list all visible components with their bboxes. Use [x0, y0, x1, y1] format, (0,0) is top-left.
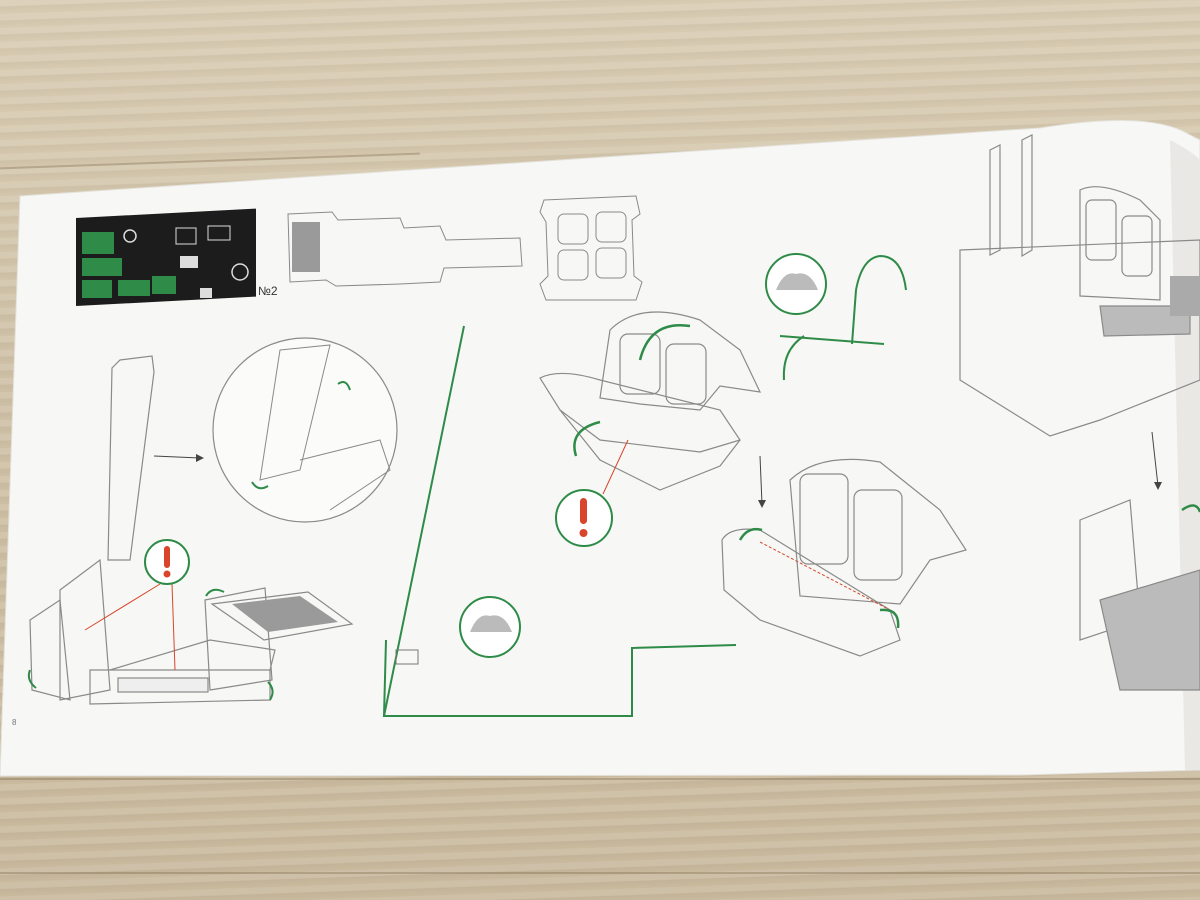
warning-exclamation-icon — [555, 489, 613, 547]
green-divider-line — [382, 325, 737, 717]
green-divider-line — [782, 335, 805, 381]
down-arrow-icon — [1151, 431, 1159, 487]
red-pointer-line — [602, 439, 629, 495]
sheet-number-label: №2 — [258, 284, 278, 298]
cup-holder-icon — [765, 253, 827, 315]
green-divider-line — [779, 335, 885, 345]
red-pointer-line — [759, 541, 891, 611]
rotate-arrow-icon — [1181, 504, 1200, 513]
parts-sheet-icon — [76, 208, 256, 307]
down-arrow-icon — [759, 455, 763, 505]
rotate-arrow-icon — [879, 608, 900, 629]
red-pointer-line — [84, 583, 161, 631]
page-number: 8 — [12, 718, 17, 727]
green-divider-line — [383, 639, 387, 717]
rotate-arrow-icon — [267, 681, 274, 701]
rotate-arrow-icon — [27, 669, 37, 689]
red-pointer-line — [171, 583, 176, 671]
detail-zoom-circle — [212, 337, 398, 523]
flat-part-outline — [287, 195, 643, 301]
cup-holder-icon — [459, 596, 521, 658]
right-arrow-icon — [153, 455, 201, 459]
small-tab-part — [395, 649, 419, 665]
plank-seam — [0, 778, 1200, 780]
rotate-arrow-icon — [638, 323, 691, 361]
rotate-arrow-icon — [205, 588, 225, 597]
warning-exclamation-icon — [144, 539, 190, 585]
vehicle-interior-assembly — [959, 134, 1200, 691]
plank-seam — [0, 872, 1200, 874]
vent-grille-pattern — [232, 596, 338, 632]
rotate-arrow-icon — [738, 527, 763, 541]
rotate-arrow-icon — [573, 420, 601, 457]
bench-seat-drawing — [539, 311, 762, 491]
green-divider-line — [851, 254, 907, 345]
seat-base-assembly — [29, 355, 354, 705]
